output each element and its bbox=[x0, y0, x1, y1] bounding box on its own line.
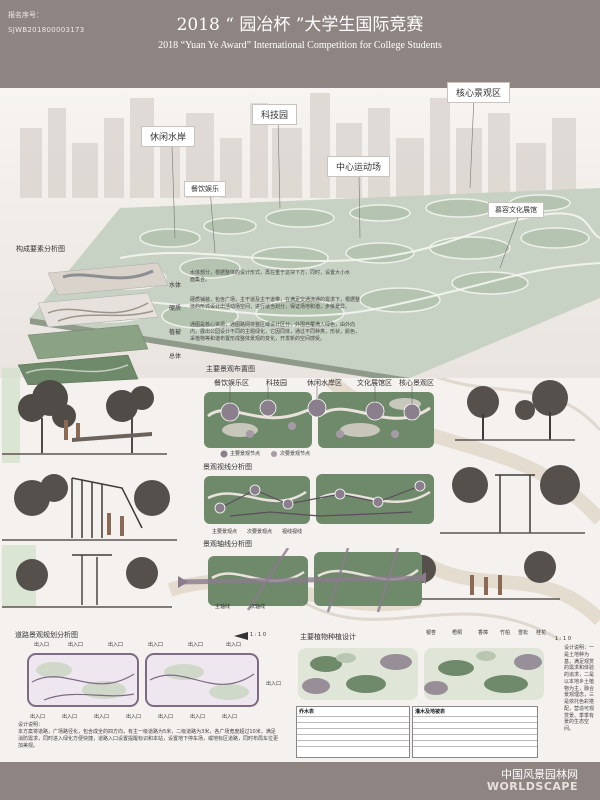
road-entry-label-7: 出入口 bbox=[30, 714, 46, 720]
zone-tag-waterfront: 休闲水岸 bbox=[141, 126, 196, 147]
north-arrow-icon bbox=[234, 632, 248, 640]
plant-plan-scale: 1 : 1 0 bbox=[555, 636, 571, 642]
registration-id: SJWB201800003173 bbox=[8, 26, 85, 34]
section-drawing-1 bbox=[2, 368, 167, 463]
layer-label-water: 水体 bbox=[168, 282, 181, 289]
road-entry-label-5: 出入口 bbox=[188, 642, 204, 648]
shrub-table-title: 灌木及地被表 bbox=[415, 709, 446, 715]
road-entry-label-2: 出入口 bbox=[68, 642, 84, 648]
plant-plan-title: 主要植物种植设计 bbox=[300, 633, 356, 641]
road-entry-label-10: 出入口 bbox=[126, 714, 142, 720]
plant-tree-label-2: 梧桐 bbox=[452, 630, 463, 636]
node-legend-primary-swatch bbox=[220, 450, 228, 458]
layer-label-planting: 植被 bbox=[168, 329, 181, 336]
node-label-tech: 科技园 bbox=[266, 379, 287, 387]
layer-label-hardscape: 硬质 bbox=[168, 305, 181, 312]
section-drawing-5 bbox=[440, 465, 585, 534]
sightline-legend-primary: 主要景观点 bbox=[212, 529, 238, 535]
zone-tag-tech-park: 科技园 bbox=[252, 104, 298, 125]
layer-text-water: 水体部分，根据整体的设计形式，再在重于这块下方，同时，设置大小水面集合。 bbox=[190, 270, 351, 283]
node-label-dining: 餐饮娱乐区 bbox=[214, 379, 249, 387]
road-entry-label-4: 出入口 bbox=[148, 642, 164, 648]
road-entry-label-9: 出入口 bbox=[94, 714, 110, 720]
header-bar bbox=[0, 0, 600, 88]
road-entry-label-14: 出入口 bbox=[266, 681, 282, 687]
sightline-legend-secondary: 次要景观点 bbox=[247, 529, 273, 535]
axis-legend-secondary: 次轴线 bbox=[250, 604, 266, 610]
tree-table-title: 乔木表 bbox=[299, 709, 315, 715]
node-label-waterfront: 休闲水岸区 bbox=[307, 379, 342, 387]
road-entry-label-13: 出入口 bbox=[222, 714, 238, 720]
zone-tag-culture-hall: 慕容文化展馆 bbox=[488, 202, 544, 218]
road-entry-label-3: 出入口 bbox=[108, 642, 124, 648]
road-plan-description: 设计说明： 本方案将道路，广场路径化，包含成全的四方向，有主一级道路为5米，二级… bbox=[18, 722, 279, 749]
node-legend-primary: 主要景观节点 bbox=[230, 451, 261, 457]
layer-text-hardscape: 硬质铺装，包含广场，主干道及主干道带，在满足交通流通的需求下，根据整体的形式设计… bbox=[190, 297, 361, 310]
node-legend-secondary-swatch bbox=[271, 451, 277, 457]
road-entry-label-8: 出入口 bbox=[62, 714, 78, 720]
road-plan-map bbox=[27, 653, 259, 707]
road-entry-label-12: 出入口 bbox=[190, 714, 206, 720]
tree-table: 乔木表 bbox=[296, 706, 410, 758]
node-label-core: 核心景观区 bbox=[399, 379, 434, 387]
plant-tree-label-6: 桂花 bbox=[536, 630, 547, 636]
zone-tag-dining: 餐饮娱乐 bbox=[184, 181, 226, 197]
plant-plan-description: 设计说明：一是土地种为基，满足观赏的需求和体验的追求，二是以本地乡土植物为主，融… bbox=[564, 645, 595, 732]
node-plan-map bbox=[204, 386, 434, 448]
node-label-culture: 文化展馆区 bbox=[357, 379, 392, 387]
layer-text-planting: 通图是核心资源，通图路网将整区域设计区分，外围自覆满入绿色，由外向内，展出公园设… bbox=[190, 322, 361, 342]
road-plan-title: 道路景观规划分析图 bbox=[15, 631, 78, 639]
footer-bar bbox=[0, 762, 600, 800]
road-entry-label-1: 出入口 bbox=[34, 642, 50, 648]
road-entry-label-6: 出入口 bbox=[226, 642, 242, 648]
plant-tree-label-3: 香樟 bbox=[478, 630, 489, 636]
node-plan-title: 主要景观布置图 bbox=[206, 365, 255, 373]
zone-tag-core-landscape: 核心景观区 bbox=[447, 82, 511, 103]
sightline-legend-lines: 视线视线 bbox=[282, 529, 303, 535]
plant-tree-label-4: 竹柏 bbox=[500, 630, 511, 636]
axis-plan-title: 景观轴线分析图 bbox=[203, 540, 252, 548]
sightline-plan-title: 景观视线分析图 bbox=[203, 463, 252, 471]
plant-tree-label-5: 雪松 bbox=[518, 630, 529, 636]
poster-title-en: 2018 “Yuan Ye Award” International Compe… bbox=[158, 40, 442, 51]
sightline-plan-map bbox=[204, 474, 434, 524]
road-plan-scale: 1 : 1 0 bbox=[250, 632, 266, 638]
site-logo-en: WORLDSCAPE bbox=[486, 780, 578, 793]
layer-label-overall: 总体 bbox=[168, 353, 181, 360]
road-entry-label-11: 出入口 bbox=[158, 714, 174, 720]
site-logo-cn: 中国风景园林网 bbox=[501, 768, 578, 781]
section-drawing-3 bbox=[2, 545, 172, 608]
poster-title-cn: 2018 “ 园冶杯 ”大学生国际竞赛 bbox=[176, 15, 424, 35]
shrub-table: 灌木及地被表 bbox=[412, 706, 538, 758]
section-drawing-4 bbox=[455, 380, 575, 441]
plant-plan-map bbox=[298, 648, 544, 700]
axis-legend-primary: 主轴线 bbox=[215, 604, 231, 610]
section-drawing-2 bbox=[2, 474, 177, 541]
layer-analysis-title: 构成要素分析图 bbox=[16, 245, 65, 253]
layer-stack bbox=[18, 262, 168, 385]
axis-plan-map bbox=[178, 548, 427, 613]
registration-label: 报名序号： bbox=[8, 11, 43, 19]
node-legend-secondary: 次要景观节点 bbox=[280, 451, 311, 457]
zone-tag-sports: 中心运动场 bbox=[327, 156, 391, 177]
plant-tree-label-1: 银杏 bbox=[426, 630, 437, 636]
